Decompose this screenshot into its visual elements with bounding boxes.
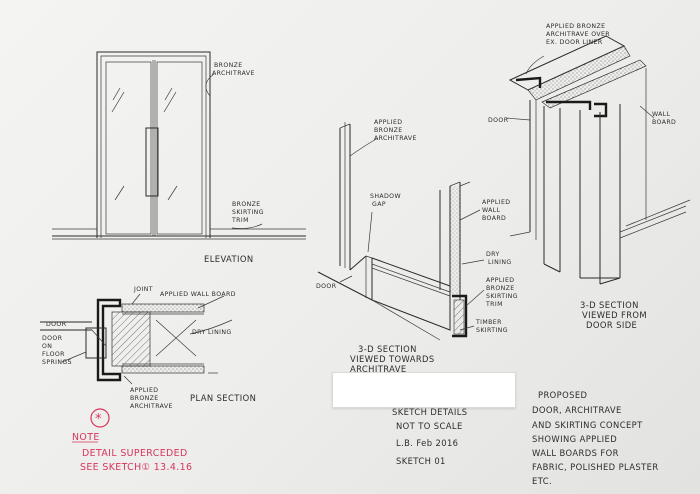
sketch-details-block: SKETCH DETAILS NOT TO SCALE L.B. Feb 201… [392, 407, 471, 466]
label-door-on-floor-springs: DOOR ON FLOOR SPRINGS [42, 335, 72, 366]
labels: BRONZE ARCHITRAVE BRONZE SKIRTING TRIM E… [42, 23, 676, 410]
note-lines: DETAIL SUPERCEDED SEE SKETCH① 13.4.16 [80, 448, 192, 473]
label-timber-skirting: TIMBER SKIRTING [475, 319, 508, 334]
label-section-towards-architrave: 3-D SECTION VIEWED TOWARDS ARCHITRAVE [350, 344, 438, 374]
label-applied-wall-board: APPLIED WALL BOARD [160, 291, 236, 298]
label-wall-board: WALL BOARD [652, 111, 676, 126]
section-from-door-drawing [505, 35, 691, 285]
superseded-note: * NOTE DETAIL SUPERCEDED SEE SKETCH① 13.… [72, 408, 192, 473]
label-shadow-gap: SHADOW GAP [370, 193, 403, 208]
paper-strip [332, 372, 516, 408]
section-towards-drawing [317, 122, 485, 341]
note-circle [90, 408, 110, 428]
label-elevation: ELEVATION [204, 254, 254, 264]
plan-section-drawing [40, 293, 233, 385]
label-joint: JOINT [133, 286, 153, 293]
note-asterisk: * [95, 412, 102, 427]
label-door-mid: DOOR [316, 283, 337, 290]
label-dry-lining-mid: DRY LINING [486, 251, 512, 266]
label-applied-bronze-skirting-trim: APPLIED BRONZE SKIRTING TRIM [485, 277, 520, 308]
label-bronze-architrave: BRONZE ARCHITRAVE [212, 62, 255, 77]
label-dry-lining: DRY LINING [192, 329, 232, 336]
label-bronze-skirting-trim: BRONZE SKIRTING TRIM [231, 201, 266, 224]
note-title: NOTE [72, 432, 100, 443]
proposed-block: PROPOSED DOOR, ARCHITRAVE AND SKIRTING C… [532, 390, 662, 486]
label-plan-section: PLAN SECTION [190, 393, 256, 403]
label-door-right: DOOR [488, 117, 509, 124]
proposed-text: PROPOSED DOOR, ARCHITRAVE AND SKIRTING C… [532, 390, 662, 486]
sketch-details-text: SKETCH DETAILS NOT TO SCALE L.B. Feb 201… [392, 407, 471, 466]
label-applied-bronze-architrave-over: APPLIED BRONZE ARCHITRAVE OVER EX. DOOR … [546, 23, 612, 46]
label-applied-bronze-architrave-plan: APPLIED BRONZE ARCHITRAVE [130, 387, 173, 410]
label-applied-bronze-architrave-mid: APPLIED BRONZE ARCHITRAVE [374, 119, 417, 142]
elevation-drawing [52, 51, 306, 240]
label-door-plan: DOOR [46, 321, 67, 328]
label-applied-wall-board-mid: APPLIED WALL BOARD [482, 199, 513, 222]
label-section-from-door-side: 3-D SECTION VIEWED FROM DOOR SIDE [580, 300, 650, 330]
